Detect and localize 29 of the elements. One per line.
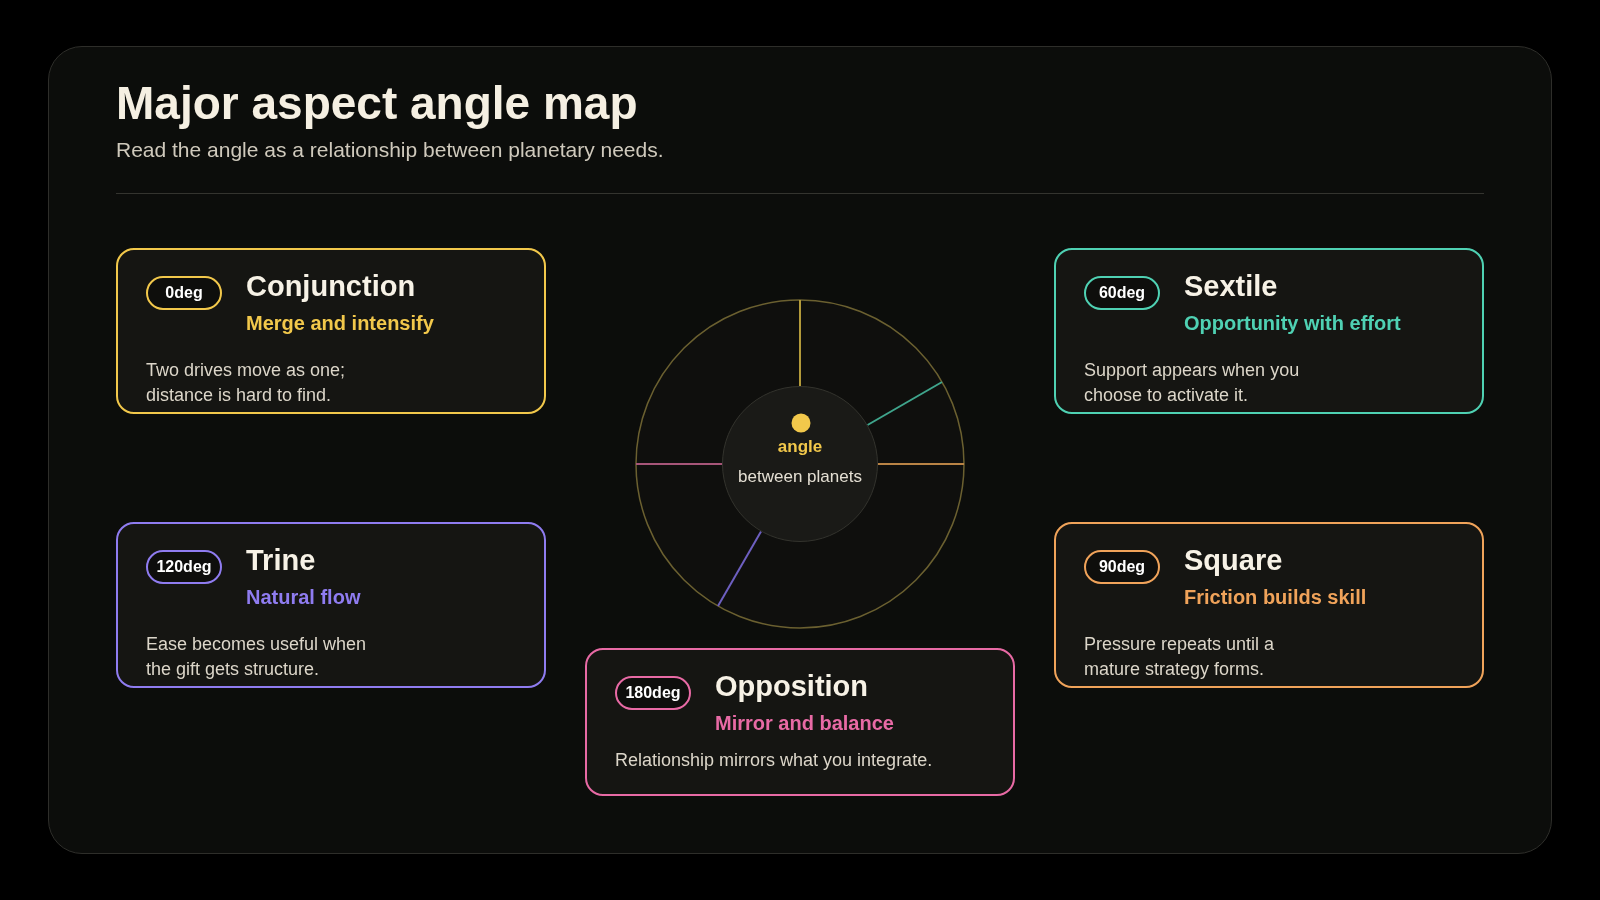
aspect-card [116, 522, 546, 688]
angle-badge: 60deg [1084, 276, 1160, 310]
aspect-tagline: Mirror and balance [715, 712, 894, 735]
aspect-tagline: Opportunity with effort [1184, 312, 1401, 335]
aspect-title: Sextile [1184, 270, 1278, 303]
center-label: angle [776, 437, 824, 457]
aspect-description: Ease becomes useful when the gift gets structure. [146, 633, 368, 681]
angle-badge: 90deg [1084, 550, 1160, 584]
aspect-tagline: Natural flow [246, 586, 361, 609]
angle-badge: 0deg [146, 276, 222, 310]
aspect-tagline: Merge and intensify [246, 312, 434, 335]
aspect-card [1054, 522, 1484, 688]
aspect-title: Trine [246, 544, 316, 577]
aspect-description: Relationship mirrors what you integrate. [615, 749, 934, 772]
aspect-card [116, 248, 546, 414]
aspect-title: Conjunction [246, 270, 416, 303]
aspect-description: Two drives move as one; distance is hard to find. [146, 359, 347, 407]
title: Major aspect angle map [116, 76, 638, 130]
angle-badge: 180deg [615, 676, 691, 710]
aspect-description: Pressure repeats until a mature strategy forms. [1084, 633, 1276, 681]
aspect-title: Square [1184, 544, 1283, 577]
aspect-card [585, 648, 1015, 796]
center-caption: between planets [737, 467, 863, 487]
angle-badge: 120deg [146, 550, 222, 584]
subtitle: Read the angle as a relationship between planetary needs. [116, 138, 664, 162]
aspect-title: Opposition [715, 670, 869, 703]
aspect-description: Support appears when you choose to activate it. [1084, 359, 1301, 407]
aspect-tagline: Friction builds skill [1184, 586, 1367, 609]
aspect-card [1054, 248, 1484, 414]
